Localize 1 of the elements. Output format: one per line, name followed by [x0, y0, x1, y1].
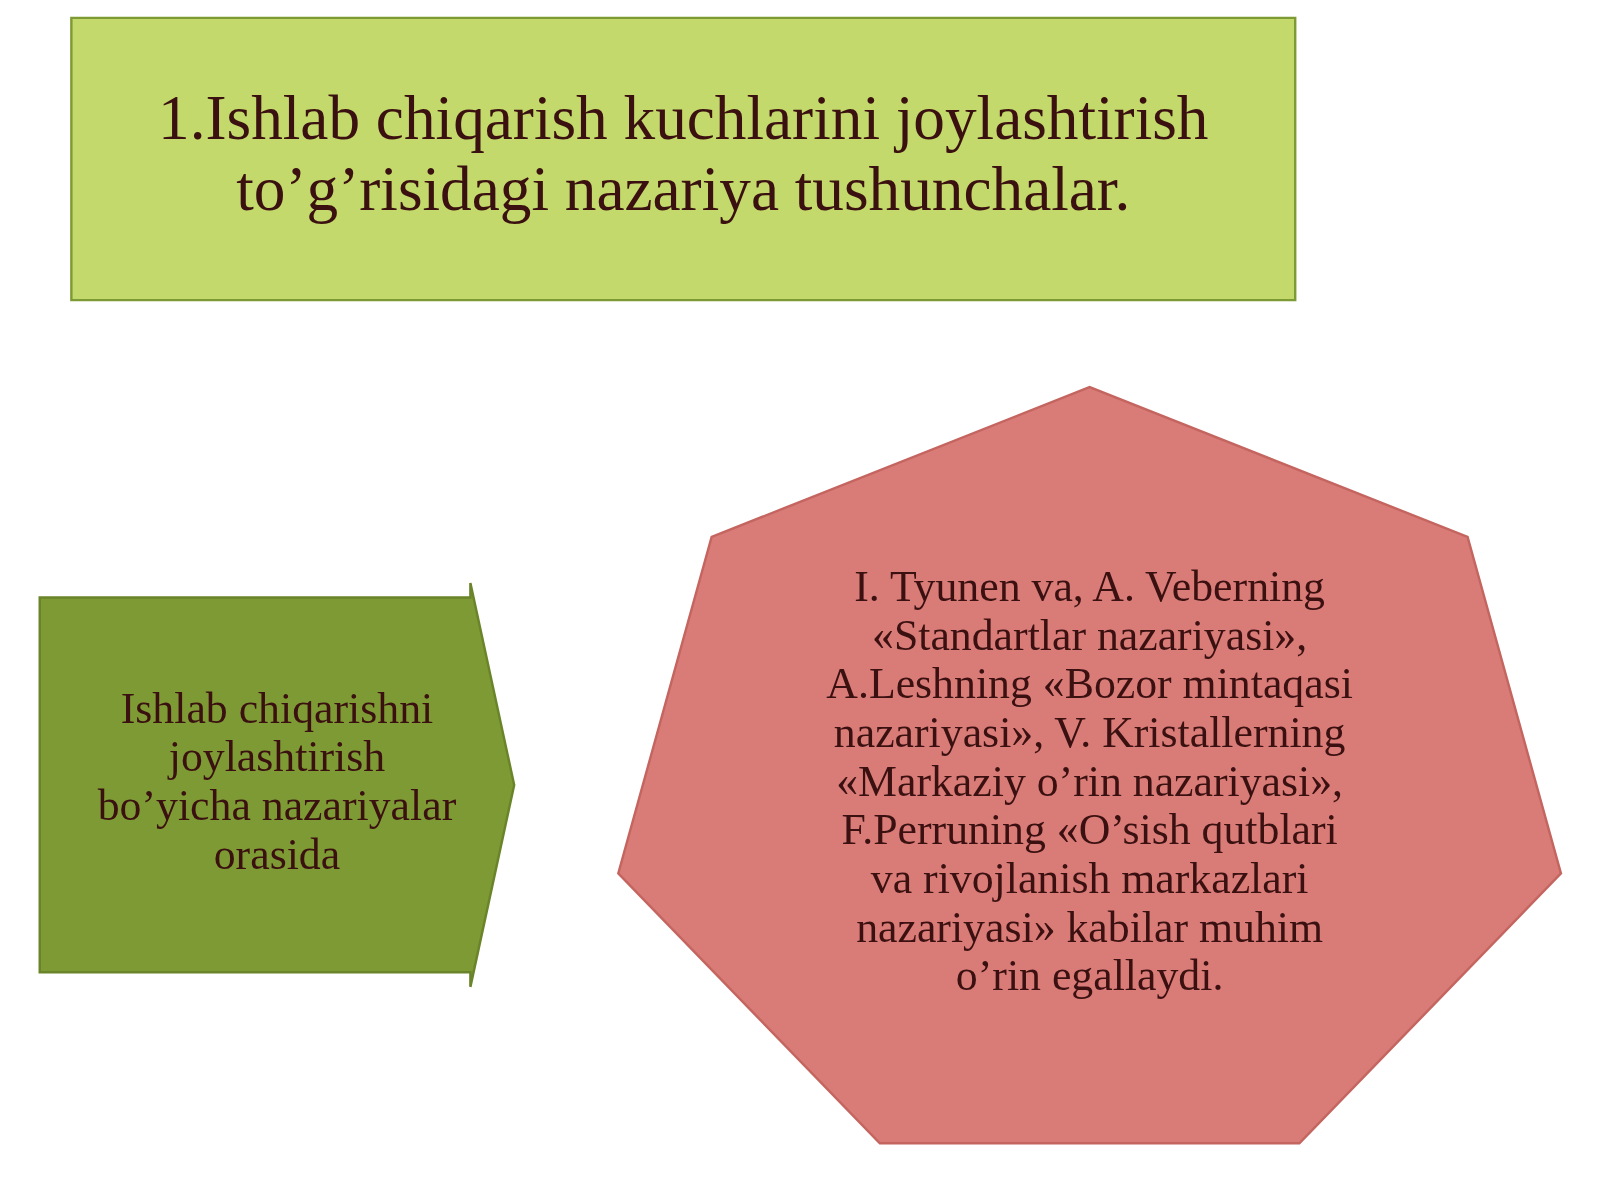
node-box: 1.Ishlab chiqarish kuchlarini joylashtirish to’g’risidagi nazariya tushunchalar. [69, 16, 1296, 302]
